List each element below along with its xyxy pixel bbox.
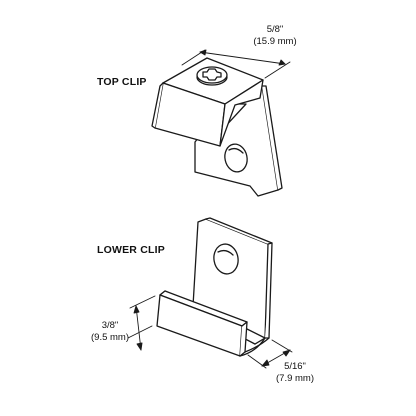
lower-clip-drawing <box>156 217 273 357</box>
lower-clip-height-dimension: 3/8" (9.5 mm) <box>80 320 140 344</box>
top-clip-dimension: 5/8" (15.9 mm) <box>243 24 307 48</box>
lower-clip-depth-dimension-lines <box>247 339 293 369</box>
lower-clip-height-dimension-lines <box>127 295 156 351</box>
top-clip-drawing <box>151 57 283 197</box>
lower-clip-height-fraction: 3/8" <box>101 320 119 331</box>
lower-clip-depth-metric: (7.9 mm) <box>276 373 314 384</box>
lower-clip-height-metric: (9.5 mm) <box>91 332 129 343</box>
lower-clip-title: LOWER CLIP <box>97 244 165 256</box>
top-clip-dimension-fraction: 5/8" <box>266 24 284 35</box>
top-clip-title: TOP CLIP <box>97 76 147 88</box>
top-clip-dimension-metric: (15.9 mm) <box>253 36 297 47</box>
lower-clip-depth-dimension: 5/16" (7.9 mm) <box>263 361 327 385</box>
top-clip-dimension-lines <box>181 49 291 79</box>
lower-clip-depth-fraction: 5/16" <box>284 361 306 372</box>
